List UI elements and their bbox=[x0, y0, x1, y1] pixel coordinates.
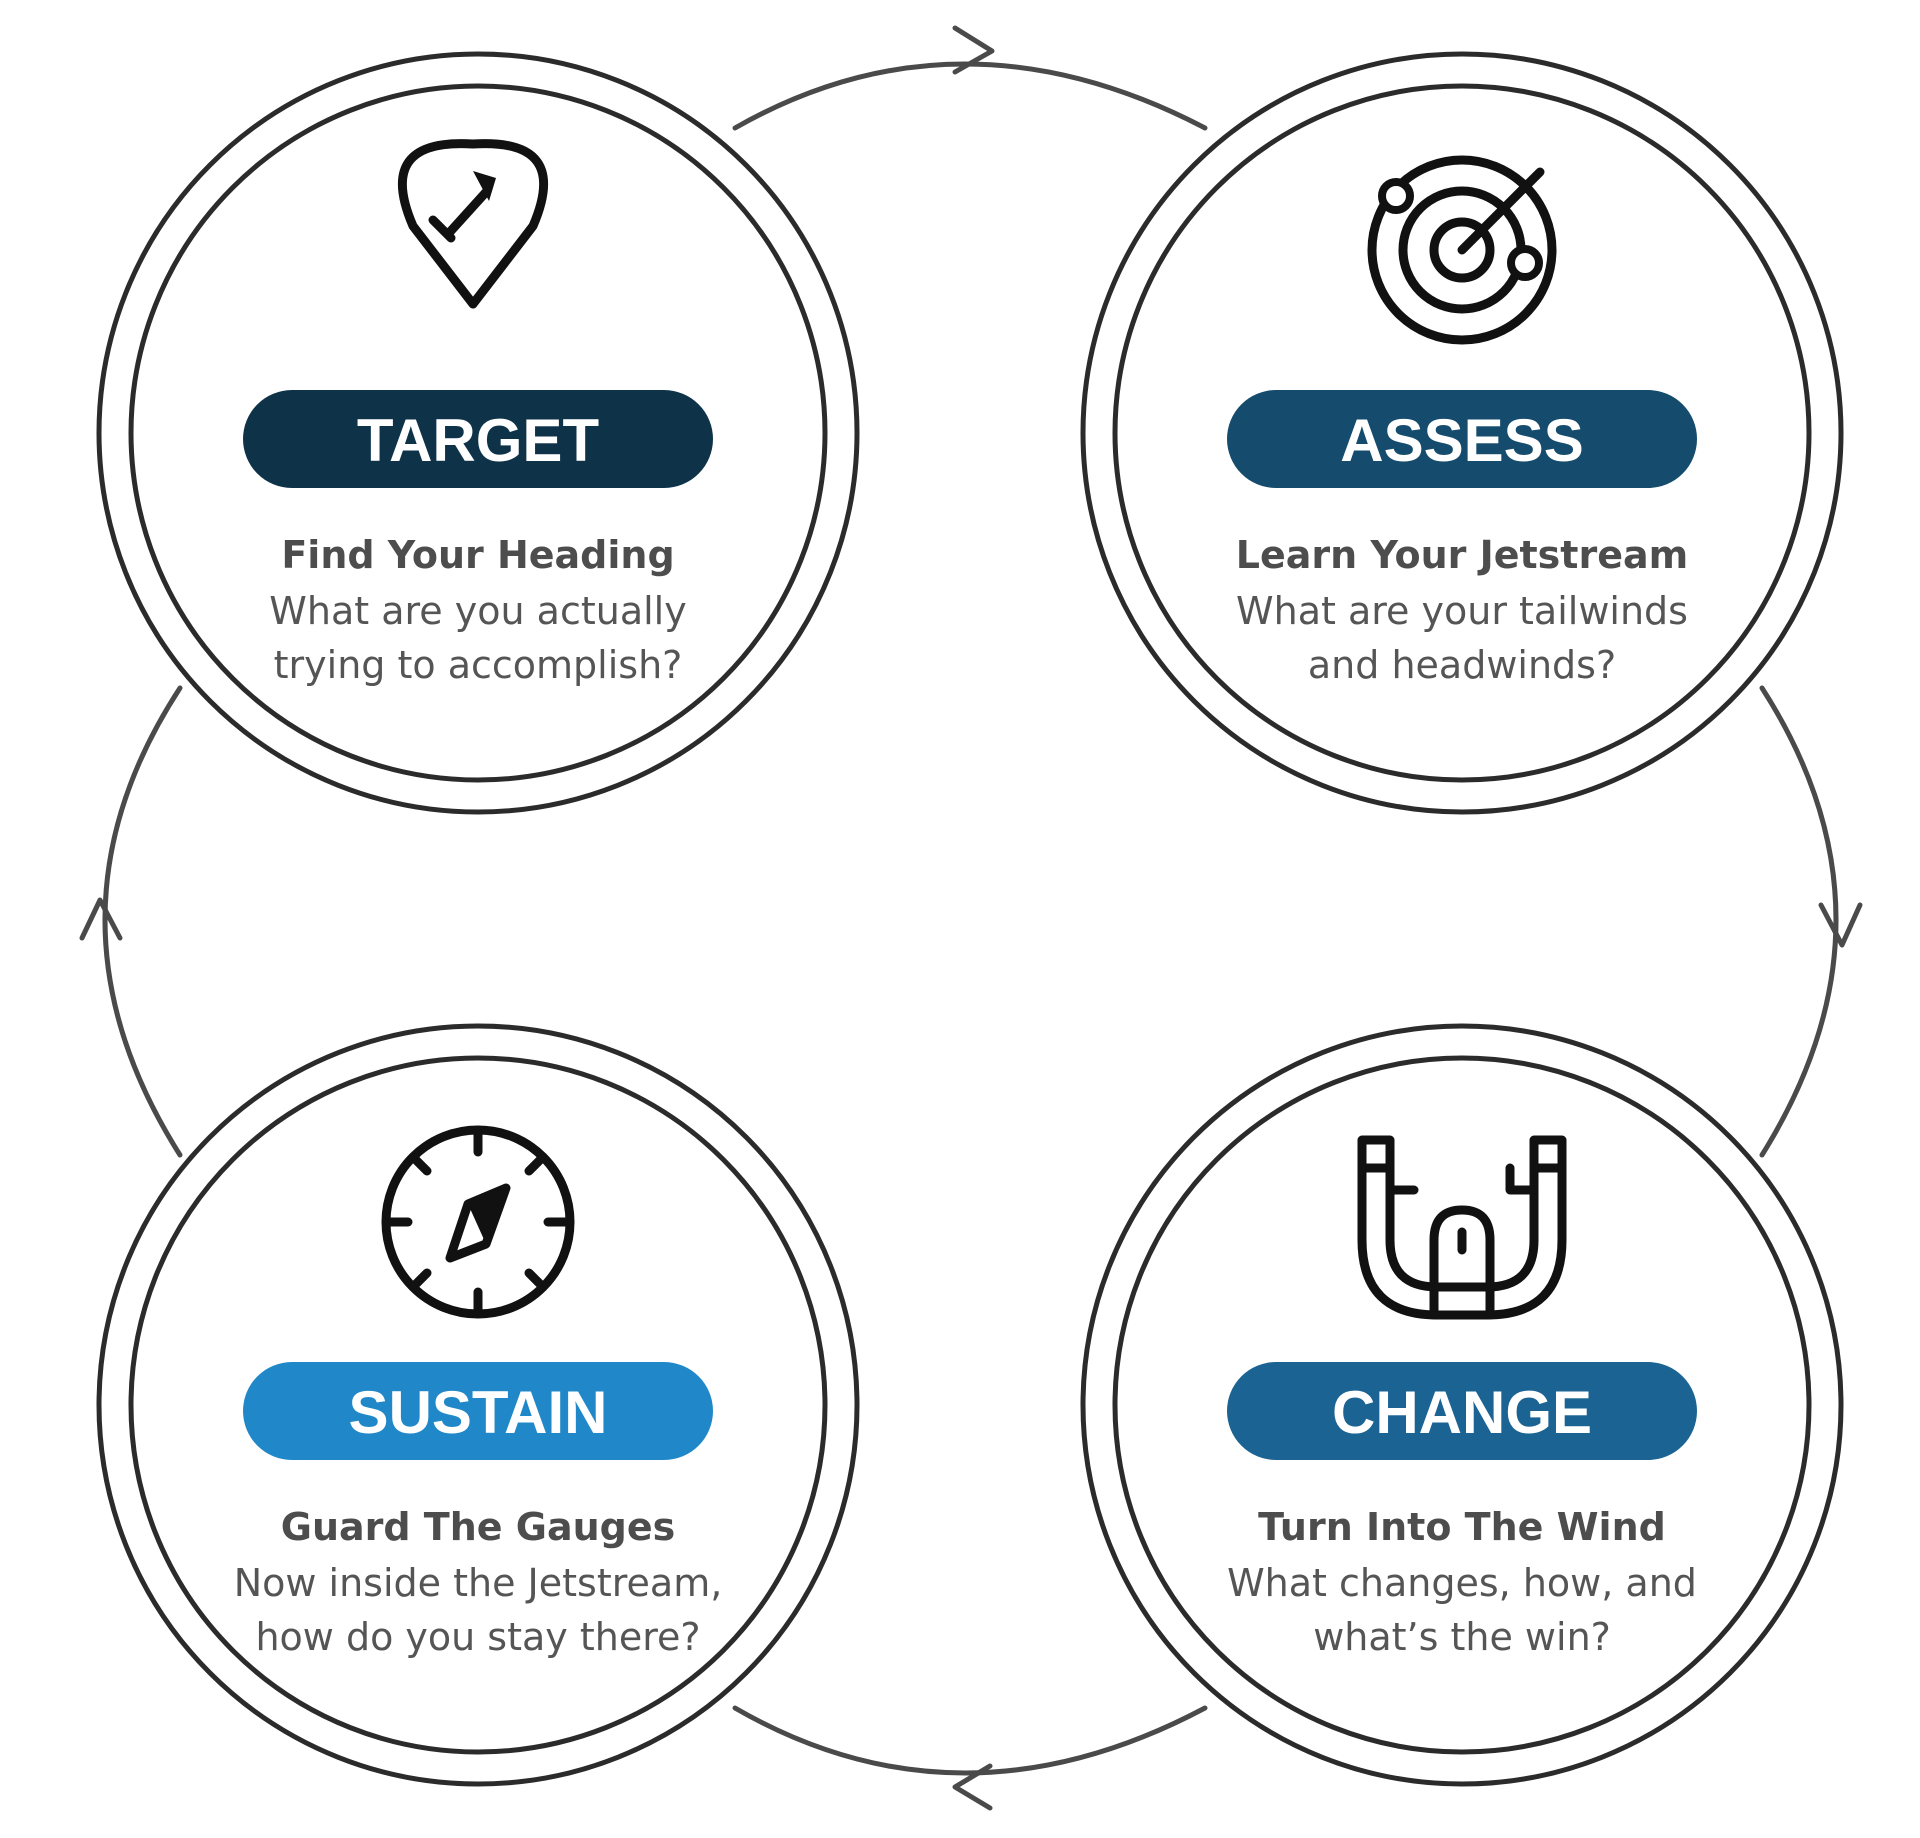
flow-arrow-sustain-to-target bbox=[102, 685, 183, 1158]
location-pin-arrow-icon bbox=[397, 139, 549, 309]
stage-title: SUSTAIN bbox=[349, 1379, 608, 1446]
stage-description-line-1: What are you actually bbox=[269, 589, 686, 633]
stage-title: ASSESS bbox=[1340, 407, 1583, 474]
circle-inner-ring bbox=[128, 1055, 828, 1755]
flow-arrow-assess-to-change bbox=[1759, 685, 1839, 1158]
stage-target: TARGET Find Your Heading What are you ac… bbox=[96, 51, 860, 815]
circle-outer-ring bbox=[1080, 1023, 1844, 1787]
stage-description-line-2: what’s the win? bbox=[1313, 1615, 1611, 1659]
title-pill-bg bbox=[243, 390, 713, 488]
stage-subtitle: Guard The Gauges bbox=[281, 1505, 676, 1549]
stage-description-line-1: Now inside the Jetstream, bbox=[234, 1561, 723, 1605]
stage-subtitle: Learn Your Jetstream bbox=[1236, 533, 1688, 577]
flow-arrow-target-to-assess bbox=[732, 61, 1208, 131]
flow-arrows bbox=[79, 25, 1863, 1811]
title-pill-bg bbox=[1227, 1362, 1697, 1460]
stage-description-line-2: trying to accomplish? bbox=[274, 643, 683, 687]
stage-assess: ASSESS Learn Your Jetstream What are you… bbox=[1080, 51, 1844, 815]
title-pill-bg bbox=[1227, 390, 1697, 488]
stage-description-line-1: What changes, how, and bbox=[1227, 1561, 1697, 1605]
flow-arrow-change-to-sustain bbox=[732, 1705, 1208, 1776]
stage-subtitle: Turn Into The Wind bbox=[1258, 1505, 1666, 1549]
title-pill: TARGET bbox=[243, 390, 713, 488]
circle-inner-ring bbox=[1112, 83, 1812, 783]
radar-icon bbox=[1367, 155, 1557, 345]
stage-description-line-2: how do you stay there? bbox=[255, 1615, 700, 1659]
circle-outer-ring bbox=[96, 51, 860, 815]
compass-icon bbox=[381, 1125, 575, 1319]
title-pill: CHANGE bbox=[1227, 1362, 1697, 1460]
stage-subtitle: Find Your Heading bbox=[281, 533, 674, 577]
stage-title: CHANGE bbox=[1332, 1379, 1592, 1446]
title-pill-bg bbox=[243, 1362, 713, 1460]
magnet-icon bbox=[1357, 1135, 1567, 1320]
circle-outer-ring bbox=[1080, 51, 1844, 815]
arrowhead-left-icon bbox=[952, 1763, 993, 1811]
arrowhead-right-icon bbox=[952, 25, 995, 75]
stage-sustain: SUSTAIN Guard The Gauges Now inside the … bbox=[96, 1023, 860, 1787]
arrowhead-up-icon bbox=[79, 897, 123, 941]
stage-description-line-1: What are your tailwinds bbox=[1236, 589, 1688, 633]
stage-change: CHANGE Turn Into The Wind What changes, … bbox=[1080, 1023, 1844, 1787]
circle-inner-ring bbox=[1112, 1055, 1812, 1755]
circle-inner-ring bbox=[128, 83, 828, 783]
arrowhead-down-icon bbox=[1818, 902, 1863, 948]
stage-title: TARGET bbox=[357, 407, 599, 474]
stage-description-line-2: and headwinds? bbox=[1308, 643, 1616, 687]
title-pill: ASSESS bbox=[1227, 390, 1697, 488]
title-pill: SUSTAIN bbox=[243, 1362, 713, 1460]
circle-outer-ring bbox=[96, 1023, 860, 1787]
